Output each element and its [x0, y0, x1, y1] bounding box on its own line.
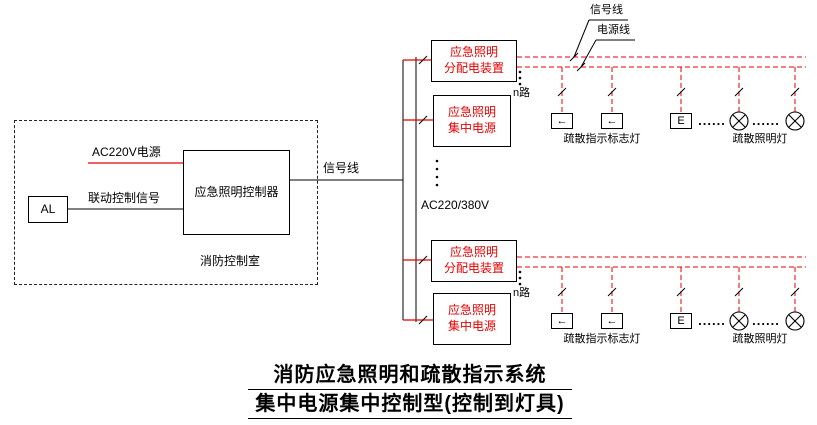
central-power-supply-label-line1: 应急照明: [447, 105, 496, 120]
n-circuits-label: n路: [513, 87, 531, 99]
evacuation-lamp-label: 疏散照明灯: [732, 333, 788, 345]
title-line1: 消防应急照明和疏散指示系统: [248, 364, 572, 390]
distribution-device-box-bottom: 应急照明 分配电装置: [431, 240, 517, 282]
emergency-lighting-controller-box: 应急照明控制器: [183, 150, 290, 235]
title-line2: 集中电源集中控制型(控制到灯具): [248, 390, 572, 419]
central-power-supply-label-line2: 集中电源: [447, 319, 496, 333]
evacuation-lighting-lamp-icon: [729, 111, 749, 131]
arrow-glyph: ←: [606, 314, 618, 327]
indicator-sign-light-label: 疏散指示标志灯: [563, 333, 641, 345]
e-glyph: E: [677, 114, 685, 127]
slash-tick: [790, 287, 800, 297]
legend-signal-line-label: 信号线: [590, 4, 623, 16]
arrow-glyph: ←: [556, 114, 568, 127]
diagram-title: 消防应急照明和疏散指示系统 集中电源集中控制型(控制到灯具): [248, 364, 572, 419]
ellipsis-dots: ......: [752, 113, 780, 128]
exit-sign-light-icon: E: [670, 113, 692, 129]
distribution-device-box-top: 应急照明 分配电装置: [431, 40, 517, 82]
evacuation-lamp-icons: [729, 111, 805, 331]
evacuation-indicator-sign-light-icon: ←: [601, 313, 623, 329]
slash-ticks: [418, 52, 800, 325]
e-glyph: E: [677, 314, 685, 327]
slash-tick: [790, 87, 800, 97]
indicator-sign-light-label: 疏散指示标志灯: [563, 133, 641, 145]
slash-tick: [557, 87, 567, 97]
legend-power-line-label: 电源线: [597, 24, 630, 36]
slash-tick: [576, 62, 586, 72]
evacuation-indicator-sign-light-icon: ←: [601, 113, 623, 129]
n-circuits-label: n路: [513, 287, 531, 299]
central-power-supply-label-line1: 应急照明: [447, 303, 496, 318]
evacuation-lamp-label: 疏散照明灯: [732, 133, 788, 145]
slash-tick: [676, 287, 686, 297]
ac220v-power-label: AC220V电源: [92, 145, 161, 159]
ellipsis-dots: ......: [698, 313, 726, 328]
evacuation-indicator-sign-light-icon: ←: [551, 113, 573, 129]
slash-tick: [676, 87, 686, 97]
linkage-signal-label: 联动控制信号: [88, 191, 161, 205]
al-box-label: AL: [40, 201, 56, 216]
leader-line: [573, 19, 590, 58]
evacuation-indicator-sign-light-icon: ←: [551, 313, 573, 329]
controller-label: 应急照明控制器: [194, 184, 279, 199]
evacuation-lighting-lamp-icon: [729, 311, 749, 331]
vertical-ellipsis: [435, 70, 522, 286]
arrow-glyph: ←: [556, 314, 568, 327]
arrow-glyph: ←: [606, 114, 618, 127]
slash-tick: [734, 87, 744, 97]
slash-tick: [418, 115, 428, 125]
circuit-lines: [517, 56, 806, 313]
slash-tick: [569, 52, 579, 62]
central-power-supply-box-bottom: 应急照明 集中电源: [433, 293, 511, 345]
distribution-device-label-line1: 应急照明: [449, 45, 498, 60]
distribution-device-label-line1: 应急照明: [449, 245, 498, 260]
al-box: AL: [28, 196, 68, 223]
evacuation-lighting-lamp-icon: [785, 111, 805, 131]
fire-control-room-boundary: [14, 120, 318, 285]
slash-tick: [557, 287, 567, 297]
central-power-supply-box-top: 应急照明 集中电源: [433, 95, 511, 147]
slash-tick: [418, 55, 428, 65]
distribution-device-label-line2: 分配电装置: [443, 261, 504, 275]
control-room-label: 消防控制室: [199, 254, 260, 268]
evacuation-lighting-lamp-icon: [785, 311, 805, 331]
slash-tick: [418, 315, 428, 325]
power-wires: [88, 59, 433, 321]
ellipsis-dots: ......: [752, 313, 780, 328]
signal-wires: [68, 19, 635, 322]
exit-sign-light-icon: E: [670, 313, 692, 329]
mains-voltage-label: AC220/380V: [421, 198, 490, 212]
signal-line-label: 信号线: [323, 161, 360, 175]
slash-tick: [607, 87, 617, 97]
ellipsis-dots: ......: [698, 113, 726, 128]
slash-tick: [607, 287, 617, 297]
distribution-device-label-line2: 分配电装置: [443, 61, 504, 75]
slash-tick: [418, 255, 428, 265]
central-power-supply-label-line2: 集中电源: [447, 121, 496, 135]
leader-line: [580, 39, 597, 68]
slash-tick: [734, 287, 744, 297]
